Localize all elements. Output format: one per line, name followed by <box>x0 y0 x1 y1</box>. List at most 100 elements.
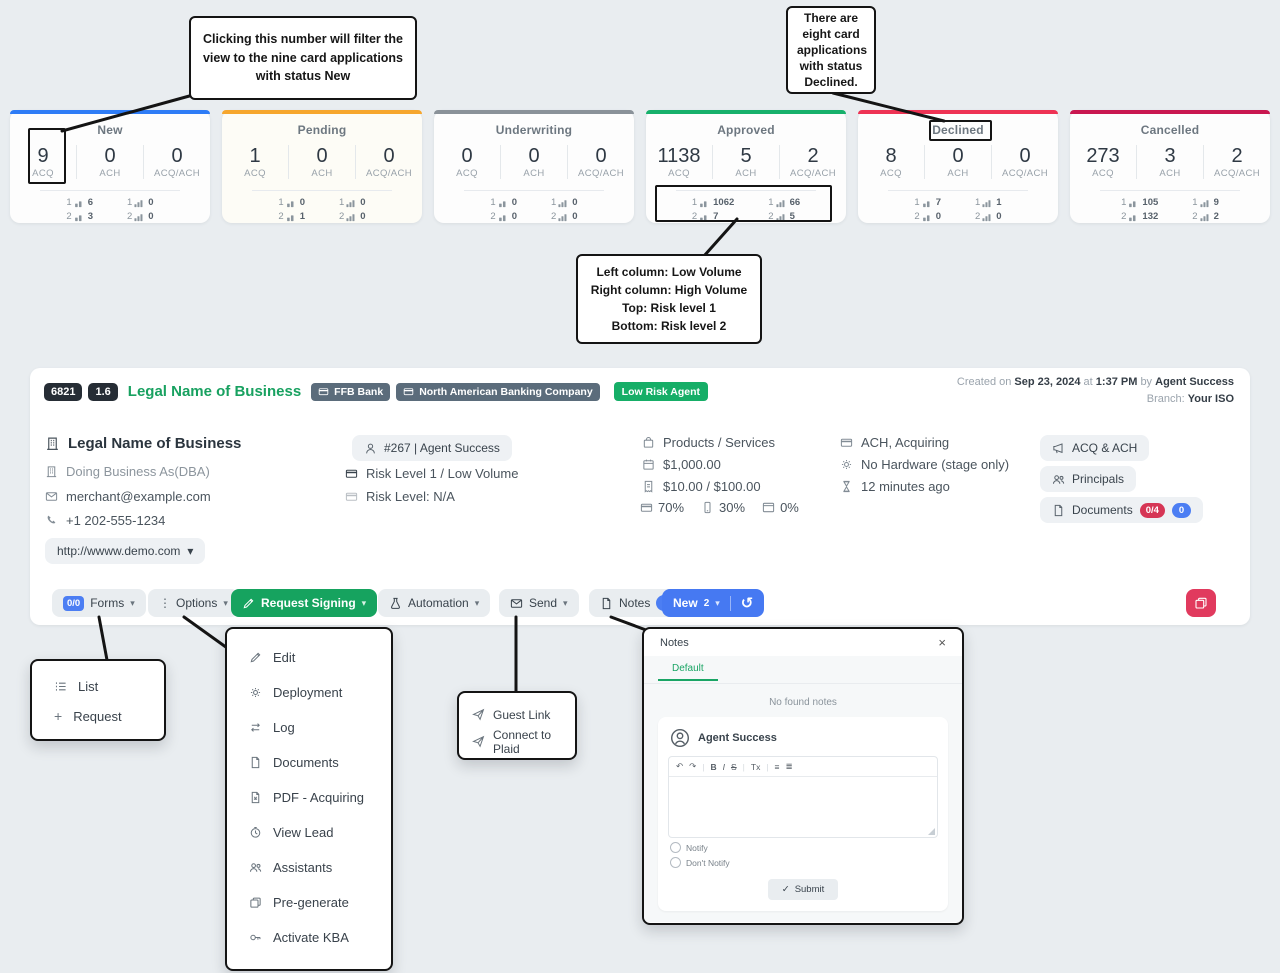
note-editor[interactable]: ↶ ↷ | B I S | Tx | ≡ ≣ <box>668 756 938 838</box>
send-button[interactable]: Send▾ <box>499 589 579 617</box>
high-volume-icon <box>558 199 567 208</box>
card-accent-bar <box>222 110 422 114</box>
card-title: Approved <box>717 123 775 137</box>
last-updated-row: 12 minutes ago <box>840 479 950 494</box>
high-volume-icon <box>982 199 991 208</box>
acq-ach-button[interactable]: ACQ & ACH <box>1040 435 1150 461</box>
copy-icon <box>249 896 262 909</box>
high-volume-icon <box>134 213 143 222</box>
agent-pill[interactable]: #267 | Agent Success <box>352 435 512 461</box>
documents-button[interactable]: Documents 0/4 0 <box>1040 497 1204 523</box>
menu-item-deployment[interactable]: Deployment <box>227 675 391 710</box>
options-button[interactable]: ⋮ Options▾ <box>148 589 239 617</box>
people-icon <box>1052 473 1065 486</box>
radio-icon <box>670 842 681 853</box>
card-accent-bar <box>1070 110 1270 114</box>
low-volume-icon <box>74 199 83 208</box>
card-accent-bar <box>10 110 210 114</box>
notes-tabs: Default <box>644 656 962 684</box>
card-title: Pending <box>297 123 347 137</box>
chevron-down-icon: ▾ <box>130 597 135 608</box>
bank-badge-2: North American Banking Company <box>396 382 600 401</box>
redo-icon[interactable]: ↷ <box>689 761 697 771</box>
menu-item-list[interactable]: List <box>32 671 164 701</box>
document-icon <box>1052 504 1065 517</box>
menu-item-log[interactable]: Log <box>227 710 391 745</box>
paper-plane-icon <box>472 708 485 721</box>
dba-row: Doing Business As(DBA) <box>45 464 210 479</box>
website-dropdown[interactable]: http://wwww.demo.com▾ <box>45 538 206 564</box>
forms-button[interactable]: 0/0 Forms▾ <box>52 589 146 617</box>
notes-panel: Notes × Default No found notes Agent Suc… <box>642 627 964 925</box>
chevron-down-icon: ▾ <box>715 597 720 608</box>
card-accent-bar <box>858 110 1058 114</box>
ordered-list-icon[interactable]: ≣ <box>785 761 793 771</box>
chevron-down-icon: ▾ <box>361 597 367 608</box>
menu-item-view-lead[interactable]: View Lead <box>227 815 391 850</box>
low-volume-icon <box>922 199 931 208</box>
automation-button[interactable]: Automation▾ <box>378 589 491 617</box>
request-signing-button[interactable]: Request Signing▾ <box>231 589 378 617</box>
duplicate-button[interactable] <box>1186 589 1216 617</box>
menu-item-assistants[interactable]: Assistants <box>227 850 391 885</box>
clear-format-icon[interactable]: Tx <box>750 761 761 772</box>
callout-volume-legend: Left column: Low Volume Right column: Hi… <box>576 254 762 344</box>
person-icon <box>364 442 377 455</box>
menu-item-activate-kba[interactable]: Activate KBA <box>227 920 391 955</box>
menu-item-guest-link[interactable]: Guest Link <box>459 701 575 728</box>
submit-note-button[interactable]: ✓ Submit <box>768 879 838 900</box>
low-volume-icon <box>922 213 931 222</box>
menu-item-pdf-acquiring[interactable]: PDF - Acquiring <box>227 780 391 815</box>
envelope-icon <box>510 597 523 610</box>
history-icon[interactable]: ↺ <box>740 594 754 612</box>
note-text-area[interactable] <box>669 777 937 837</box>
close-icon[interactable]: × <box>938 635 946 650</box>
tab-default[interactable]: Default <box>658 656 718 681</box>
building-icon <box>45 465 58 478</box>
divider <box>40 190 180 191</box>
resize-handle[interactable] <box>928 828 935 835</box>
menu-item-pre-generate[interactable]: Pre-generate <box>227 885 391 920</box>
menu-item-documents[interactable]: Documents <box>227 745 391 780</box>
menu-item-request[interactable]: +Request <box>54 708 122 724</box>
strikethrough-icon[interactable]: S <box>730 761 737 772</box>
undo-icon[interactable]: ↶ <box>676 761 684 771</box>
notify-radio[interactable]: Notify <box>670 842 938 853</box>
editor-toolbar: ↶ ↷ | B I S | Tx | ≡ ≣ <box>669 757 937 777</box>
menu-item-edit[interactable]: Edit <box>227 640 391 675</box>
menu-item-connect-plaid[interactable]: Connect to Plaid <box>459 728 575 756</box>
forms-menu: List +Request <box>30 659 166 741</box>
automation-icon <box>389 597 402 610</box>
principals-button[interactable]: Principals <box>1040 466 1137 492</box>
stopwatch-icon <box>249 826 262 839</box>
italic-icon[interactable]: I <box>722 761 725 772</box>
document-icon <box>249 756 262 769</box>
unordered-list-icon[interactable]: ≡ <box>774 761 780 772</box>
gear-icon <box>249 686 262 699</box>
bold-icon[interactable]: B <box>710 761 717 772</box>
dont-notify-radio[interactable]: Don't Notify <box>670 857 938 868</box>
